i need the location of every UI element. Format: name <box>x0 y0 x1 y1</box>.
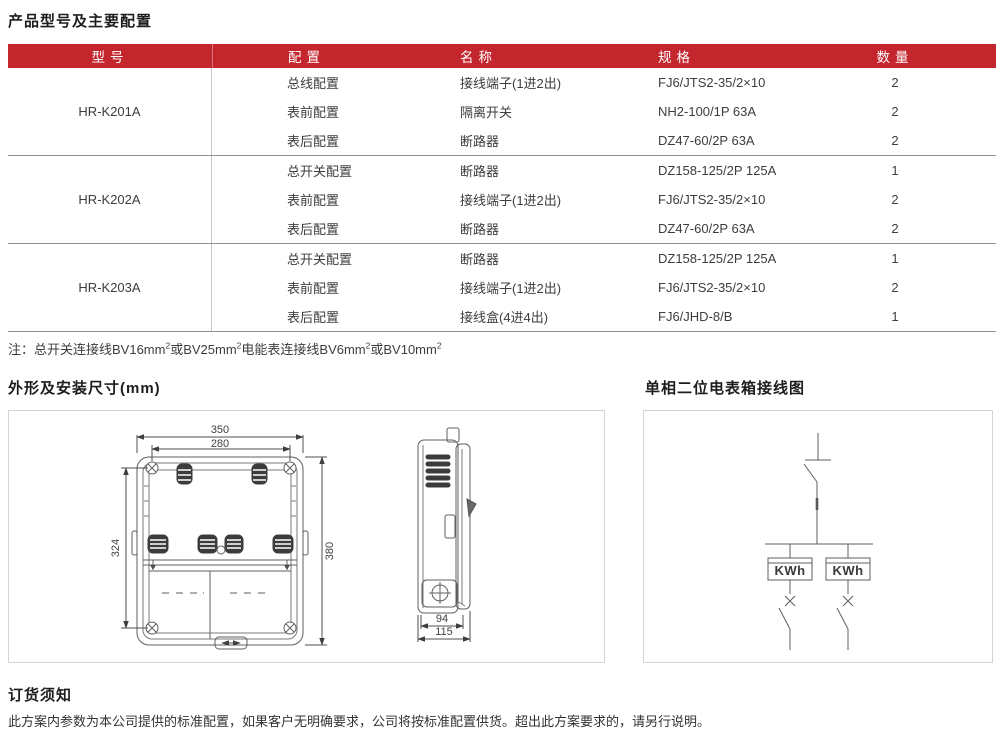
table-row: 表后配置 接线盒(4进4出) FJ6/JHD-8/B 1 <box>212 302 996 331</box>
cell-qty: 1 <box>891 309 899 324</box>
dim-94: 94 <box>420 613 464 629</box>
cell-config: 总开关配置 <box>287 164 353 179</box>
model-group: HR-K202A 总开关配置 断路器 DZ158-125/2P 125A 1 表… <box>8 156 996 244</box>
model-group: HR-K203A 总开关配置 断路器 DZ158-125/2P 125A 1 表… <box>8 244 996 332</box>
ordering-title: 订货须知 <box>8 687 73 704</box>
cell-name: 断路器 <box>460 222 500 237</box>
cell-name: 接线盒(4进4出) <box>460 310 549 325</box>
table-row: 表后配置 断路器 DZ47-60/2P 63A 2 <box>212 214 996 243</box>
vent-slots <box>425 454 451 488</box>
col-header-config: 配置 <box>212 44 430 68</box>
note-text: 或BV25mm <box>170 342 237 357</box>
note-sup: 2 <box>236 340 242 351</box>
cell-config: 总开关配置 <box>287 252 353 267</box>
cell-name: 断路器 <box>460 252 500 267</box>
wiring-panel: KWh KWh <box>643 410 993 663</box>
cell-spec: FJ6/JHD-8/B <box>658 309 733 324</box>
cell-config: 表前配置 <box>287 105 340 120</box>
dimensions-section-title: 外形及安装尺寸(mm) <box>8 380 161 397</box>
cell-name: 隔离开关 <box>460 105 513 120</box>
cell-spec: NH2-100/1P 63A <box>658 104 757 119</box>
cell-spec: FJ6/JTS2-35/2×10 <box>658 192 766 207</box>
note-text: 电能表连接线BV6mm <box>241 342 366 357</box>
cell-spec: DZ158-125/2P 125A <box>658 251 777 266</box>
table-row: 总开关配置 断路器 DZ158-125/2P 125A 1 <box>212 156 996 185</box>
table-header-row: 型号 配置 名称 规格 数量 <box>8 44 996 68</box>
cell-qty: 1 <box>891 251 899 266</box>
cell-name: 接线端子(1进2出) <box>460 76 562 91</box>
ordering-body: 此方案内参数为本公司提供的标准配置，如果客户无明确要求，公司将按标准配置供货。超… <box>8 714 711 729</box>
dim-350: 350 <box>136 423 304 453</box>
dim-label-350: 350 <box>211 424 229 436</box>
cell-spec: DZ47-60/2P 63A <box>658 133 755 148</box>
table-row: 总开关配置 断路器 DZ158-125/2P 125A 1 <box>212 244 996 273</box>
meter-label: KWh <box>832 563 863 578</box>
cell-config: 表后配置 <box>287 134 340 149</box>
cell-config: 表前配置 <box>287 281 340 296</box>
dim-280: 280 <box>151 438 291 461</box>
cell-qty: 2 <box>891 133 899 148</box>
side-bottom-knockout <box>421 579 466 608</box>
cell-qty: 2 <box>891 104 899 119</box>
dim-label-94: 94 <box>436 613 448 625</box>
note-text: 或BV10mm <box>370 342 437 357</box>
dim-label-280: 280 <box>211 438 229 450</box>
dim-label-324: 324 <box>110 539 122 557</box>
cell-qty: 2 <box>891 192 899 207</box>
dim-115: 115 <box>417 611 471 642</box>
wiring-lines <box>765 433 873 650</box>
cell-spec: FJ6/JTS2-35/2×10 <box>658 280 766 295</box>
dim-380: 380 <box>305 456 336 646</box>
dim-324: 324 <box>110 467 148 629</box>
mounting-screws <box>145 461 297 635</box>
wiring-section-title: 单相二位电表箱接线图 <box>645 380 806 397</box>
dim-label-115: 115 <box>435 626 453 638</box>
cell-config: 表后配置 <box>287 222 340 237</box>
cell-spec: FJ6/JTS2-35/2×10 <box>658 75 766 90</box>
cell-qty: 2 <box>891 221 899 236</box>
model-cell: HR-K202A <box>8 156 212 243</box>
note-sup: 2 <box>165 340 171 351</box>
outline-drawing: 350 280 324 <box>110 423 477 650</box>
model-cell: HR-K201A <box>8 68 212 155</box>
col-header-name: 名称 <box>460 50 497 65</box>
top-knockouts <box>176 463 268 485</box>
cell-config: 表后配置 <box>287 310 340 325</box>
dimensions-panel: 350 280 324 <box>8 410 605 663</box>
table-row: 表前配置 隔离开关 NH2-100/1P 63A 2 <box>212 97 996 126</box>
table-row: 表后配置 断路器 DZ47-60/2P 63A 2 <box>212 126 996 155</box>
cell-qty: 2 <box>891 280 899 295</box>
note-text: 注：总开关连接线BV16mm <box>8 342 166 357</box>
cell-spec: DZ47-60/2P 63A <box>658 221 755 236</box>
middle-knockouts <box>147 534 294 555</box>
table-note: 注：总开关连接线BV16mm2或BV25mm2电能表连接线BV6mm2或BV10… <box>8 339 442 358</box>
note-sup: 2 <box>365 340 371 351</box>
table-row: 表前配置 接线端子(1进2出) FJ6/JTS2-35/2×10 2 <box>212 185 996 214</box>
dim-label-380: 380 <box>324 542 336 560</box>
cell-name: 接线端子(1进2出) <box>460 281 562 296</box>
bottom-tab <box>214 636 248 650</box>
table-row: 总线配置 接线端子(1进2出) FJ6/JTS2-35/2×10 2 <box>212 68 996 97</box>
model-cell: HR-K203A <box>8 244 212 331</box>
cell-name: 断路器 <box>460 164 500 179</box>
col-header-model: 型号 <box>91 50 129 65</box>
page-title: 产品型号及主要配置 <box>8 13 153 30</box>
model-group: HR-K201A 总线配置 接线端子(1进2出) FJ6/JTS2-35/2×1… <box>8 68 996 156</box>
table-row: 表前配置 接线端子(1进2出) FJ6/JTS2-35/2×10 2 <box>212 273 996 302</box>
note-sup: 2 <box>436 340 442 351</box>
cell-qty: 1 <box>891 163 899 178</box>
cell-qty: 2 <box>891 75 899 90</box>
cell-config: 总线配置 <box>287 76 340 91</box>
meter-label: KWh <box>774 563 805 578</box>
cell-name: 断路器 <box>460 134 500 149</box>
side-view-drawing: 94 115 <box>417 427 477 642</box>
col-header-qty: 数量 <box>876 50 914 65</box>
front-view-drawing: 350 280 324 <box>110 423 336 650</box>
wiring-diagram: KWh KWh <box>765 433 873 650</box>
cell-config: 表前配置 <box>287 193 340 208</box>
config-table: 型号 配置 名称 规格 数量 HR-K201A 总线配置 接线端子(1进2出) … <box>8 44 996 332</box>
col-header-spec: 规格 <box>658 50 695 65</box>
cell-spec: DZ158-125/2P 125A <box>658 163 777 178</box>
cell-name: 接线端子(1进2出) <box>460 193 562 208</box>
